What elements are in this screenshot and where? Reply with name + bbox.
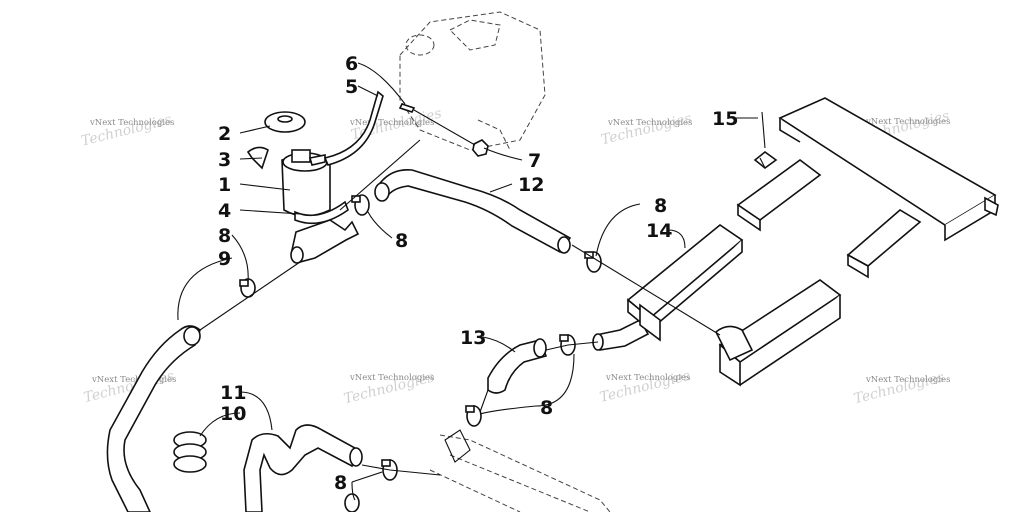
spring-clamp	[173, 431, 207, 473]
callout-labels: 2 3 1 4 6 5 7 12 8 9 8 8 14 15 13 11 10 …	[218, 53, 738, 494]
elbow-fitting	[592, 318, 650, 351]
watermark: Technologies vNext Technologies	[598, 368, 692, 406]
watermark-text: vNext Technologies	[865, 117, 950, 127]
svg-text:Technologies: Technologies	[599, 110, 693, 148]
callout-6: 6	[345, 53, 358, 75]
callout-2: 2	[218, 123, 231, 145]
callout-1: 1	[218, 174, 231, 196]
bottle-strap	[294, 200, 349, 225]
callout-10: 10	[220, 403, 246, 425]
watermark-text: vNext Technologies	[607, 118, 692, 128]
chassis-outline	[429, 429, 611, 512]
coolant-tank-outline	[399, 11, 546, 151]
watermark: Technologies vNext Technologies	[599, 110, 693, 148]
watermark-text: vNext Technologies	[865, 375, 950, 385]
callout-11: 11	[220, 382, 246, 404]
hose-clamp	[465, 405, 482, 427]
nut	[472, 139, 489, 157]
callout-4: 4	[218, 200, 231, 222]
callout-12: 12	[518, 174, 544, 196]
hose-clamp	[584, 251, 602, 273]
callout-9: 9	[218, 248, 231, 270]
callout-7: 7	[528, 150, 541, 172]
heat-exchanger-front	[626, 224, 744, 342]
callout-8: 8	[540, 397, 553, 419]
radiator-cap	[264, 111, 306, 133]
callout-8: 8	[654, 195, 667, 217]
short-hose	[487, 338, 548, 394]
screw	[398, 103, 416, 113]
heat-exchanger-rear	[715, 279, 842, 387]
outlet-tee	[290, 219, 360, 264]
watermark-text: vNext Technologies	[89, 118, 174, 128]
watermark-text: vNext Technologies	[91, 375, 176, 385]
callout-5: 5	[345, 76, 358, 98]
expansion-bottle	[281, 149, 331, 217]
heat-exchanger-top	[736, 97, 999, 279]
hose-clamp	[351, 194, 370, 216]
assembly-lines	[199, 109, 766, 476]
leader-lines	[177, 62, 758, 501]
watermark-text: vNext Technologies	[349, 373, 434, 383]
watermark: Technologies vNext Technologies	[852, 369, 950, 407]
hose-clamp	[344, 493, 360, 512]
callout-15: 15	[712, 108, 738, 130]
bottom-hose	[243, 424, 363, 512]
callout-3: 3	[218, 149, 231, 171]
upper-hose	[374, 169, 572, 254]
watermark: Technologies vNext Technologies	[80, 112, 175, 150]
watermark-text: vNext Technologies	[605, 373, 690, 383]
watermark: Technologies vNext Technologies	[342, 369, 436, 407]
callout-8: 8	[218, 225, 231, 247]
callout-8: 8	[334, 472, 347, 494]
callout-14: 14	[646, 220, 672, 242]
callout-8: 8	[395, 230, 408, 252]
left-hose	[106, 325, 201, 512]
overflow-hose	[323, 90, 384, 166]
watermark-text: vNext Technologies	[349, 118, 434, 128]
callout-13: 13	[460, 327, 486, 349]
rivet	[753, 111, 778, 170]
